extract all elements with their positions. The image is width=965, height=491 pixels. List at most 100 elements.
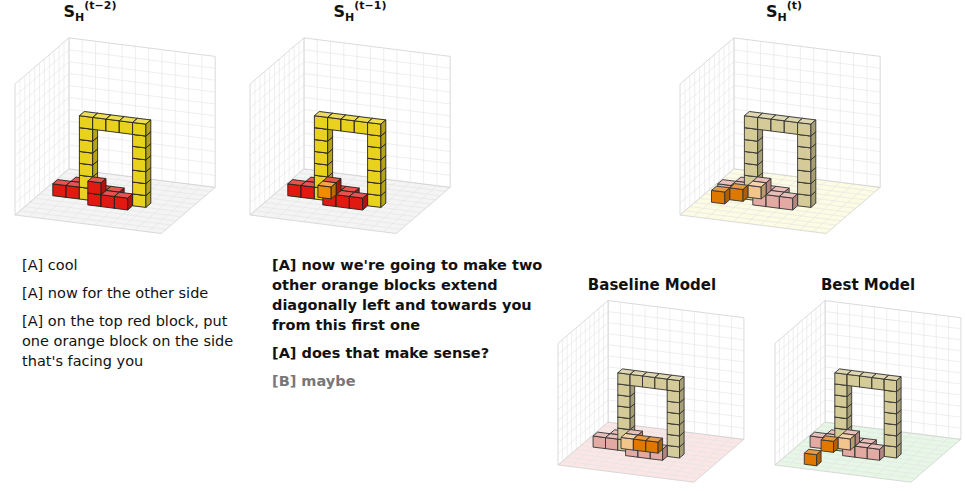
grid-line [694, 311, 695, 433]
grid-line [15, 109, 69, 155]
voxel-face [667, 434, 679, 447]
grid-line [69, 62, 215, 80]
grid-line [148, 186, 202, 232]
voxel-face [133, 170, 146, 184]
grid-line [775, 367, 825, 410]
grid-line [304, 74, 450, 92]
voxel-face [667, 390, 679, 403]
grid-line [815, 308, 816, 430]
grid-line [734, 50, 880, 68]
grid-line [289, 181, 435, 199]
grid-line [304, 50, 450, 68]
voxel-face [618, 395, 630, 408]
grid-line [747, 177, 801, 223]
voxel-face [646, 441, 658, 454]
grid-line [250, 121, 304, 167]
subscript: H [777, 11, 786, 24]
grid-line [201, 55, 202, 186]
grid-line [259, 76, 260, 207]
voxel-face [88, 193, 101, 207]
voxel-face [744, 151, 757, 165]
grid-line [694, 72, 695, 203]
grid-line [689, 76, 690, 207]
grid-line [899, 438, 949, 481]
grid-line [680, 97, 734, 143]
voxel-face [838, 437, 850, 450]
voxel-face [133, 158, 146, 172]
voxel-face [834, 437, 839, 452]
voxel-face [288, 184, 301, 198]
grid-line [330, 179, 384, 225]
voxel-face [133, 134, 146, 148]
voxel-face [618, 373, 630, 386]
grid-line [558, 389, 608, 432]
grid-line [779, 340, 780, 462]
voxel-face [811, 120, 816, 136]
grid-line [724, 46, 725, 177]
grid-line [773, 43, 774, 174]
superscript: (t) [787, 0, 802, 12]
grid-line [813, 186, 867, 232]
voxel-face [734, 38, 880, 187]
grid-line [289, 51, 290, 182]
chat-line: [B] maybe [272, 371, 544, 391]
voxel-face [79, 140, 92, 154]
chat-line: [A] now for the other side [22, 283, 234, 303]
voxel-face [771, 119, 784, 133]
grid-line [19, 80, 20, 211]
voxel-face [855, 431, 860, 446]
voxel-face [314, 151, 327, 165]
voxel-face [884, 434, 896, 447]
grid-line [775, 334, 825, 377]
voxel-face [798, 146, 811, 160]
grid-line [911, 311, 912, 433]
grid-line [704, 63, 705, 194]
voxel-face [880, 445, 885, 460]
grid-line [853, 53, 854, 184]
grid-line [775, 378, 825, 421]
voxel-face [314, 163, 327, 177]
grid-line [254, 80, 255, 211]
voxel-face [69, 38, 215, 187]
voxel-face [835, 395, 847, 408]
voxel-face [680, 377, 685, 392]
grid-line [775, 345, 825, 388]
voxel-face [133, 194, 146, 208]
grid-line [558, 323, 608, 366]
voxel-face [775, 301, 825, 465]
voxel-face [341, 119, 354, 133]
grid-line [250, 62, 304, 108]
grid-line [383, 186, 437, 232]
voxel-face [798, 182, 811, 196]
voxel-face [106, 119, 119, 133]
grid-line [775, 356, 825, 399]
voxel-face [784, 121, 797, 135]
grid-line [837, 430, 887, 473]
grid-line [734, 74, 880, 92]
subscript: H [345, 11, 354, 24]
grid-line [680, 121, 734, 167]
voxel-face [630, 374, 642, 387]
grid-line [15, 74, 69, 120]
grid-line [558, 334, 608, 377]
grid-line [304, 86, 450, 104]
grid-line [729, 42, 730, 173]
voxel-face [133, 146, 146, 160]
chat-column: [A] now we're going to make two other or… [272, 255, 544, 399]
chat-line: [A] on the top red block, put one orange… [22, 311, 234, 371]
voxel-face [304, 38, 450, 187]
grid-line [59, 46, 60, 177]
voxel-face [667, 412, 679, 425]
grid-line [849, 431, 899, 474]
grid-line [39, 63, 40, 194]
grid-line [69, 74, 215, 92]
grid-line [44, 59, 45, 190]
voxel-face [133, 123, 146, 137]
voxel-face [368, 170, 381, 184]
voxel-face [133, 182, 146, 196]
grid-line [734, 86, 880, 104]
voxel-face [725, 188, 730, 204]
subscript: H [75, 11, 84, 24]
grid-line [862, 305, 863, 427]
grid-line [731, 316, 732, 438]
